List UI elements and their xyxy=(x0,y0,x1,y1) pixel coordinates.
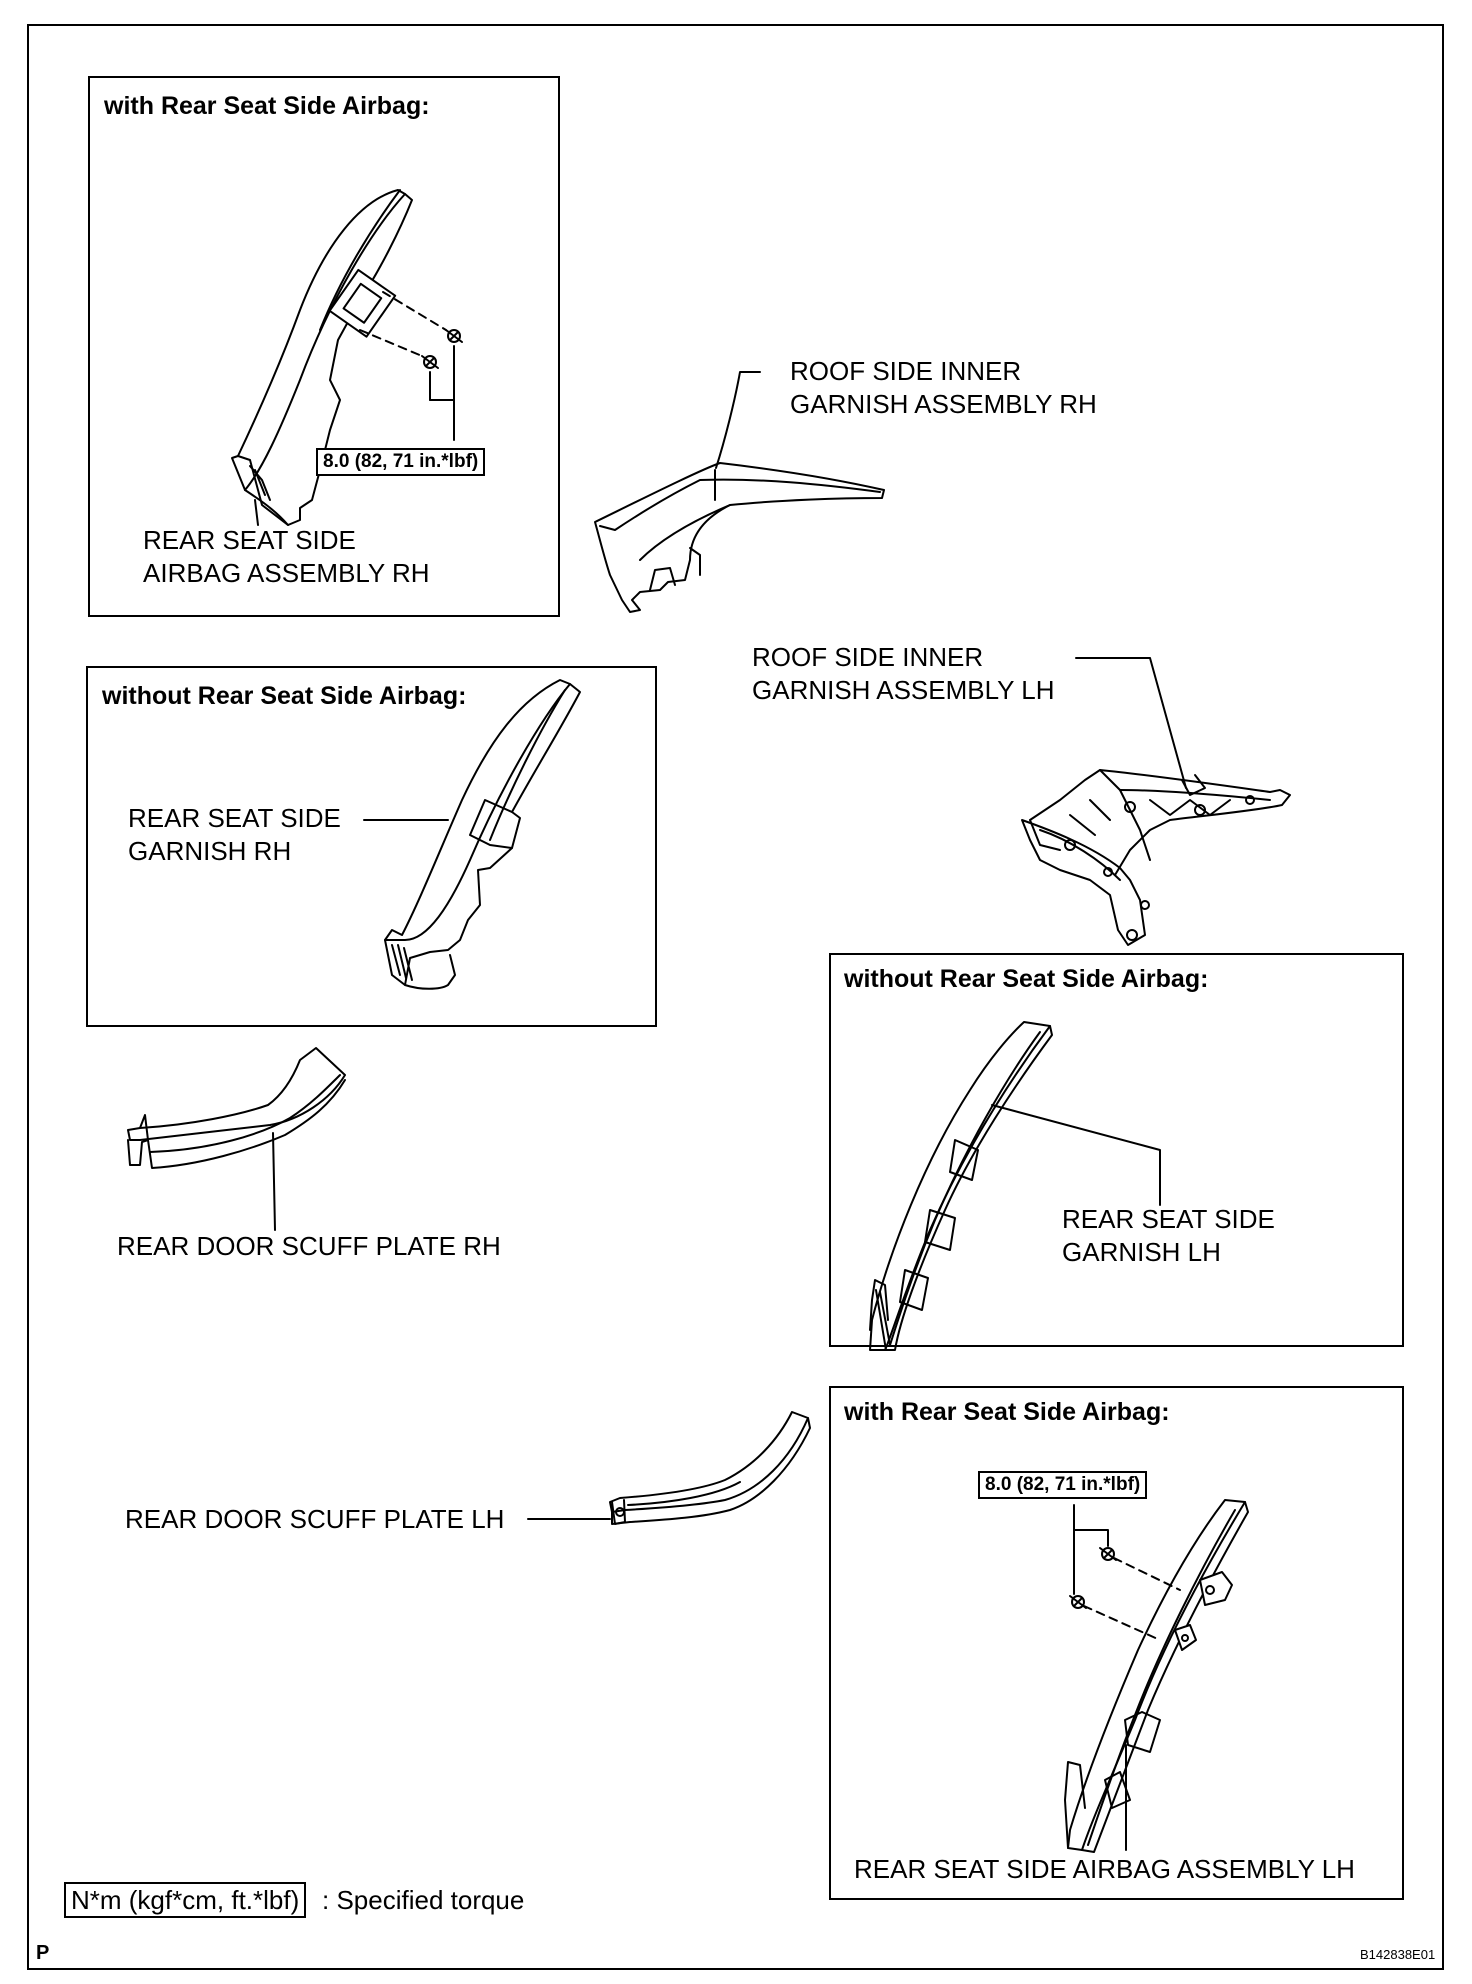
rear-door-scuff-plate-lh-drawing xyxy=(528,1412,810,1524)
box-title: without Rear Seat Side Airbag: xyxy=(102,682,467,710)
legend-text: : Specified torque xyxy=(322,1885,525,1915)
lh-with-airbag-box: with Rear Seat Side Airbag: xyxy=(829,1386,1404,1900)
rear-seat-side-airbag-rh-drawing xyxy=(232,190,462,525)
label-rear-seat-side-airbag-rh: REAR SEAT SIDE AIRBAG ASSEMBLY RH xyxy=(143,525,430,588)
box-title: without Rear Seat Side Airbag: xyxy=(844,965,1209,993)
roof-side-inner-garnish-lh-drawing xyxy=(1022,658,1290,945)
roof-side-inner-garnish-rh-drawing xyxy=(595,372,884,612)
rear-seat-side-airbag-lh-drawing xyxy=(1065,1500,1248,1852)
torque-value-lh: 8.0 (82, 71 in.*lbf) xyxy=(978,1471,1148,1499)
rh-without-airbag-box: without Rear Seat Side Airbag: xyxy=(86,666,657,1027)
label-rear-door-scuff-plate-rh: REAR DOOR SCUFF PLATE RH xyxy=(117,1231,501,1261)
lh-without-airbag-box: without Rear Seat Side Airbag: xyxy=(829,953,1404,1347)
rh-with-airbag-box: with Rear Seat Side Airbag: xyxy=(88,76,560,617)
label-rear-seat-side-airbag-lh: REAR SEAT SIDE AIRBAG ASSEMBLY LH xyxy=(854,1854,1355,1884)
label-rear-seat-side-garnish-lh: REAR SEAT SIDE GARNISH LH xyxy=(1062,1204,1275,1267)
label-rear-door-scuff-plate-lh: REAR DOOR SCUFF PLATE LH xyxy=(125,1504,505,1534)
rear-door-scuff-plate-rh-drawing xyxy=(128,1048,345,1230)
legend-torque-unit: N*m (kgf*cm, ft.*lbf) xyxy=(64,1882,307,1918)
label-roof-side-inner-garnish-rh: ROOF SIDE INNER GARNISH ASSEMBLY RH xyxy=(790,356,1097,419)
rear-seat-side-garnish-lh-drawing xyxy=(870,1022,1160,1350)
torque-value-rh: 8.0 (82, 71 in.*lbf) xyxy=(316,448,486,476)
rear-seat-side-garnish-rh-drawing xyxy=(364,680,580,989)
box-title: with Rear Seat Side Airbag: xyxy=(844,1398,1170,1426)
box-title: with Rear Seat Side Airbag: xyxy=(104,92,430,120)
label-rear-seat-side-garnish-rh: REAR SEAT SIDE GARNISH RH xyxy=(128,803,341,866)
figure-code: B142838E01 xyxy=(1360,1947,1436,1962)
diagram-frame xyxy=(27,24,1444,1970)
label-roof-side-inner-garnish-lh: ROOF SIDE INNER GARNISH ASSEMBLY LH xyxy=(752,642,1055,705)
corner-letter: P xyxy=(36,1942,50,1964)
